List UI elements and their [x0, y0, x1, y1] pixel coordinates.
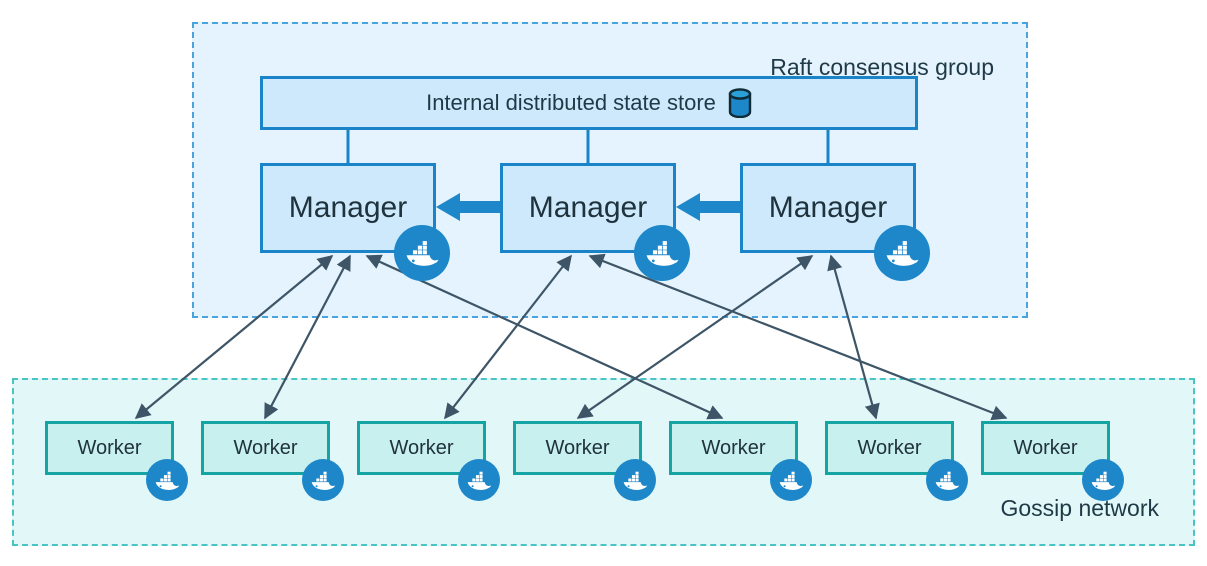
docker-whale-icon — [302, 459, 344, 501]
worker-node-3: Worker — [357, 421, 486, 475]
docker-whale-icon — [770, 459, 812, 501]
state-store-label: Internal distributed state store — [426, 90, 716, 115]
docker-whale-icon — [458, 459, 500, 501]
worker-label: Worker — [1013, 436, 1078, 459]
worker-label: Worker — [545, 436, 610, 459]
worker-node-5: Worker — [669, 421, 798, 475]
worker-label: Worker — [233, 436, 298, 459]
manager-label: Manager — [288, 191, 408, 224]
manager-label: Manager — [528, 191, 648, 224]
docker-whale-icon — [394, 225, 450, 281]
worker-label: Worker — [701, 436, 766, 459]
docker-whale-icon — [926, 459, 968, 501]
internal-state-store-box: Internal distributed state store — [260, 76, 918, 130]
worker-label: Worker — [77, 436, 142, 459]
worker-node-7: Worker — [981, 421, 1110, 475]
raft-consensus-group-label: Raft consensus group — [770, 54, 994, 80]
docker-whale-icon — [614, 459, 656, 501]
worker-node-1: Worker — [45, 421, 174, 475]
gossip-network-label: Gossip network — [1000, 495, 1159, 521]
worker-node-6: Worker — [825, 421, 954, 475]
worker-label: Worker — [389, 436, 454, 459]
database-cylinder-icon — [728, 88, 752, 118]
docker-whale-icon — [146, 459, 188, 501]
manager-label: Manager — [768, 191, 888, 224]
worker-label: Worker — [857, 436, 922, 459]
docker-whale-icon — [634, 225, 690, 281]
docker-whale-icon — [874, 225, 930, 281]
docker-whale-icon — [1082, 459, 1124, 501]
